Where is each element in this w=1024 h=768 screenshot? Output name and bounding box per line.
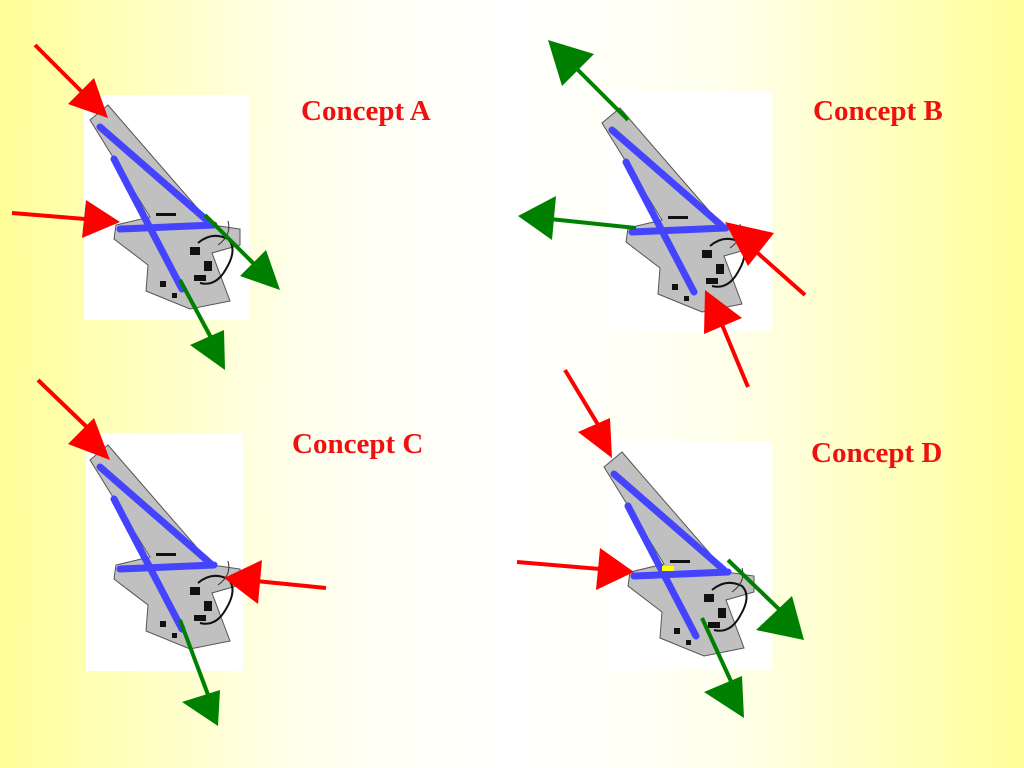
concept-c-arrival-arrow-2 (224, 560, 327, 604)
concept-c-arrival-arrow-1 (36, 378, 110, 460)
concept-d-diagram (516, 368, 804, 718)
concept-a-departure-arrow-1 (203, 213, 280, 290)
concept-d-arrival-arrow-1 (563, 368, 612, 458)
concept-d-runway-marker (662, 566, 674, 571)
concept-d-arrival-arrow-2 (516, 548, 634, 590)
concept-d-label: Concept D (811, 437, 943, 469)
concept-c-diagram (36, 378, 327, 726)
concept-c-label: Concept C (292, 428, 424, 460)
concept-b-label: Concept B (813, 95, 943, 127)
concept-d-departure-arrow-1 (726, 558, 804, 640)
concept-a-arrival-arrow-2 (11, 200, 120, 238)
concept-b-diagram (518, 40, 807, 388)
concept-b-arrival-arrow-2 (704, 290, 750, 388)
concept-b-departure-arrow-1 (548, 40, 630, 122)
concept-b-departure-arrow-2 (518, 196, 637, 240)
concept-c-departure-arrow-1 (178, 619, 220, 726)
concept-d-departure-arrow-2 (700, 617, 744, 718)
concept-a-label: Concept A (301, 95, 431, 127)
concept-a-arrival-arrow-1 (33, 43, 108, 118)
concept-b-arrival-arrow-1 (725, 222, 807, 297)
concept-a-departure-arrow-2 (178, 279, 225, 370)
concept-a-diagram (11, 43, 280, 370)
